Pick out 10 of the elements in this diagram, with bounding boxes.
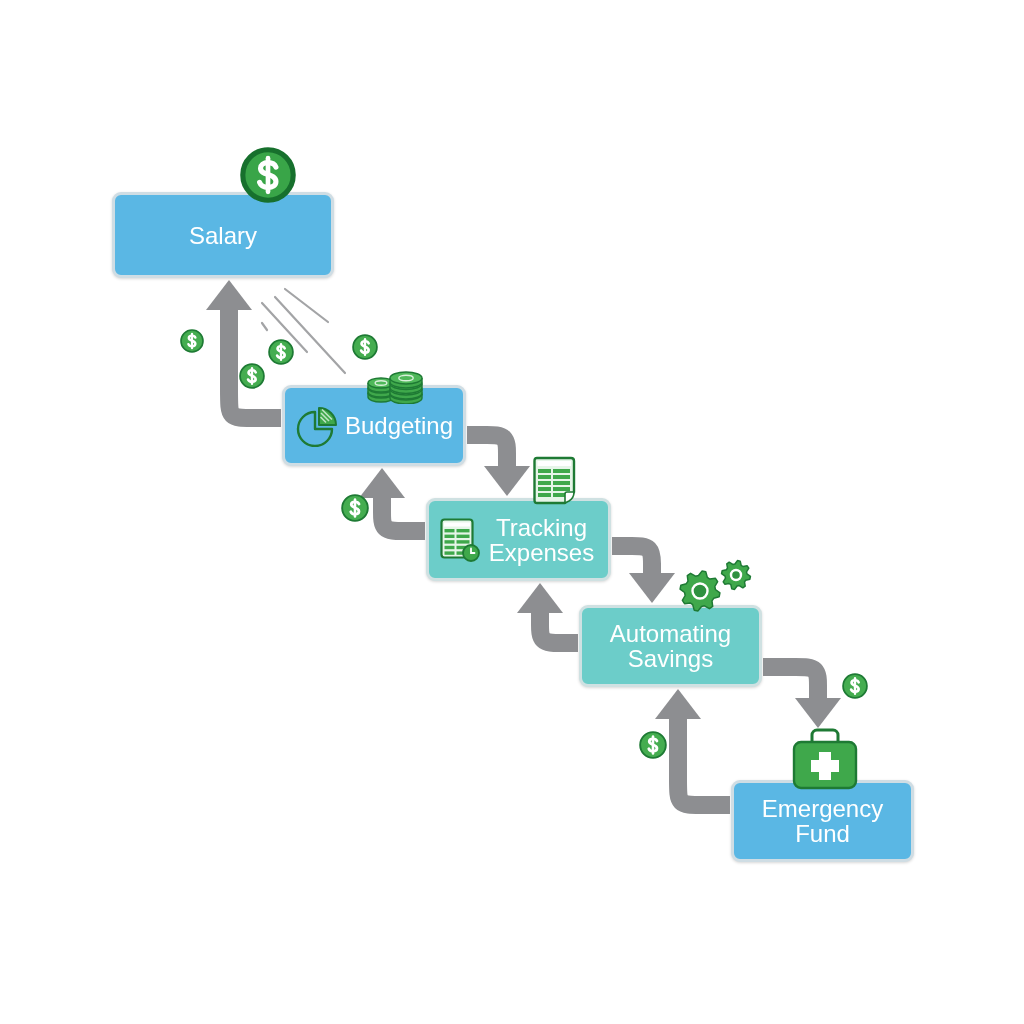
step-label: Automating Savings: [608, 621, 733, 671]
step-label: Emergency Fund: [760, 796, 885, 846]
step-label: Budgeting: [344, 413, 454, 438]
step-label: Salary: [189, 222, 257, 248]
step-label: Tracking Expenses: [487, 514, 596, 565]
process-box: [579, 605, 762, 687]
process-box: [731, 780, 914, 862]
process-box: [282, 385, 466, 466]
process-box: [112, 192, 334, 278]
process-box: [426, 498, 611, 581]
